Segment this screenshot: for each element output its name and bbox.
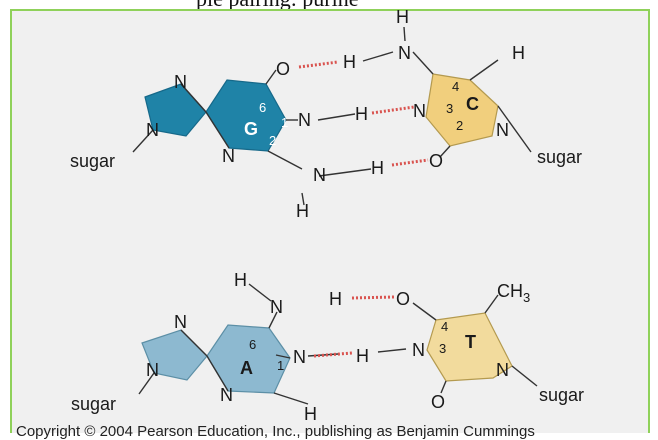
sugar-right-at: sugar	[539, 385, 584, 405]
diagram-panel	[10, 9, 650, 433]
cytosine-number-3: 3	[446, 101, 453, 116]
cytosine-number-2: 2	[456, 118, 463, 133]
cytosine-label: C	[466, 94, 479, 114]
atom-h-bottom: H	[296, 201, 309, 221]
atom-n-g-lower: N	[222, 146, 235, 166]
atom-n-amino: N	[313, 165, 326, 185]
cytosine-ring	[425, 73, 499, 147]
copyright-text: Copyright © 2004 Pearson Education, Inc.…	[16, 423, 535, 440]
atom-o-lower: O	[429, 151, 443, 171]
atom-o-top: O	[276, 59, 290, 79]
atom-h-top-right: H	[396, 7, 409, 27]
sugar-left-at: sugar	[71, 394, 116, 414]
atom-h-t-middle: H	[356, 346, 369, 366]
sugar-right-gc: sugar	[537, 147, 582, 167]
atom-h-a-top: H	[234, 270, 247, 290]
adenine-five-ring	[141, 329, 208, 381]
atom-h-a-bottom: H	[304, 404, 317, 424]
atom-h-lower: H	[371, 158, 384, 178]
atom-h-a-hbond: H	[329, 289, 342, 309]
thymine-label: T	[465, 332, 476, 352]
adenine-number-1: 1	[277, 358, 284, 373]
atom-n-g-left: N	[174, 72, 187, 92]
atom-n-g-middle: N	[298, 110, 311, 130]
atom-n-g-bottom: N	[146, 120, 159, 140]
atom-ch3: CH3	[497, 281, 530, 305]
adenine-number-6: 6	[249, 337, 256, 352]
atom-o-t-bottom: O	[431, 392, 445, 412]
cytosine-number-4: 4	[452, 79, 459, 94]
guanine-five-ring	[144, 83, 207, 137]
caption-fragment: ple pairing: purine	[196, 0, 596, 11]
atom-n-a-middle: N	[293, 347, 306, 367]
atom-h-middle: H	[355, 104, 368, 124]
adenine-label: A	[240, 358, 253, 378]
atom-n-t-right: N	[496, 360, 509, 380]
atom-h-ring: H	[512, 43, 525, 63]
atom-n-a-top: N	[270, 297, 283, 317]
thymine-number-4: 4	[441, 319, 448, 334]
atom-n-top: N	[398, 43, 411, 63]
atom-n-a-ring-top: N	[174, 312, 187, 332]
guanine-label: G	[244, 119, 258, 139]
atom-n-c-right: N	[496, 120, 509, 140]
gc-pair: O H N H H N N H N N N N H O H N 6 1 2 G …	[70, 7, 582, 221]
atom-n-a-bottom: N	[220, 385, 233, 405]
atom-n-t-middle: N	[412, 340, 425, 360]
at-pair: H N H O CH3 N N N H N N N H O 6 1 A 4 3 …	[71, 270, 584, 424]
atom-n-a-left: N	[146, 360, 159, 380]
thymine-number-3: 3	[439, 341, 446, 356]
guanine-number-1: 1	[281, 115, 288, 130]
guanine-number-2: 2	[269, 133, 276, 148]
atom-n-c-middle: N	[413, 101, 426, 121]
sugar-left-gc: sugar	[70, 151, 115, 171]
guanine-number-6: 6	[259, 100, 266, 115]
atom-h-top: H	[343, 52, 356, 72]
atom-o-t-top: O	[396, 289, 410, 309]
